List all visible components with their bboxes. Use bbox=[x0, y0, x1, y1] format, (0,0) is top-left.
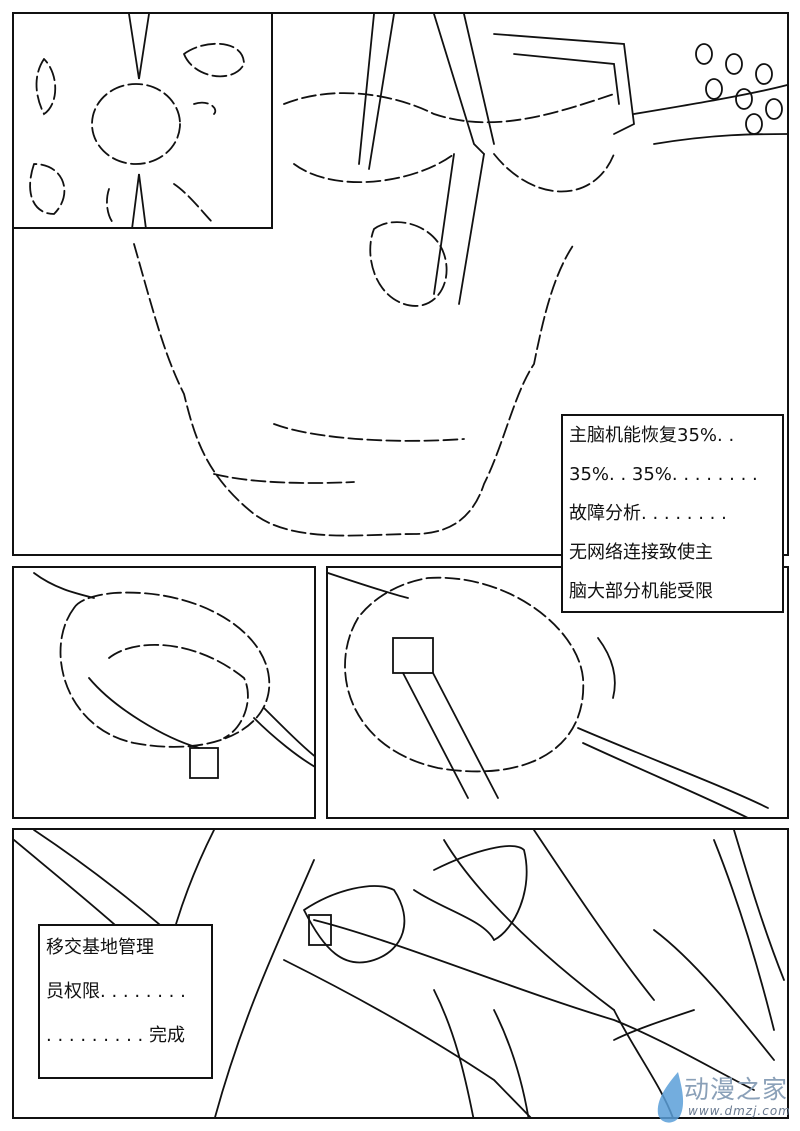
caption-line: . . . . . . . . . 完成 bbox=[46, 1025, 185, 1046]
caption-line: 35%. . 35%. . . . . . . . bbox=[569, 464, 758, 485]
device-left-drawing bbox=[33, 572, 314, 779]
panel-inset bbox=[12, 12, 273, 229]
caption-line: 无网络连接致使主 bbox=[569, 542, 713, 563]
caption-line: 移交基地管理 bbox=[46, 937, 154, 958]
inset-drawing bbox=[29, 14, 245, 227]
caption-box-transfer: 移交基地管理 员权限. . . . . . . . . . . . . . . … bbox=[38, 924, 213, 1079]
device-right-drawing bbox=[328, 572, 769, 817]
caption-box-system-status: 主脑机能恢复35%. . 35%. . 35%. . . . . . . . 故… bbox=[561, 414, 784, 613]
watermark: 动漫之家 www.dmzj.com bbox=[650, 1066, 790, 1126]
caption-line: 脑大部分机能受限 bbox=[569, 581, 713, 602]
water-drop-logo-icon bbox=[657, 1072, 684, 1123]
caption-line: 员权限. . . . . . . . bbox=[46, 981, 186, 1002]
caption-line: 故障分析. . . . . . . . bbox=[569, 503, 727, 524]
head-drawing bbox=[133, 14, 787, 537]
watermark-name: 动漫之家 bbox=[684, 1075, 789, 1104]
panel-device-left bbox=[12, 566, 316, 819]
watermark-url: www.dmzj.com bbox=[688, 1104, 791, 1118]
caption-line: 主脑机能恢复35%. . bbox=[569, 425, 735, 446]
